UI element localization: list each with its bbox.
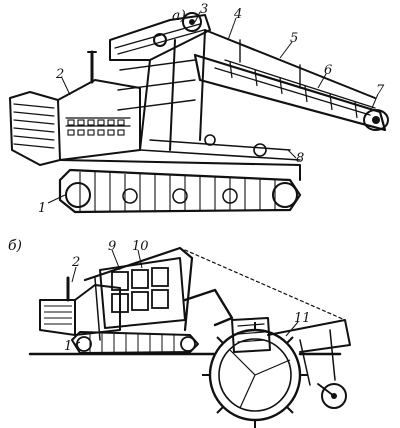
callout-b-9: 9 <box>108 239 116 254</box>
callout-b-11: 11 <box>294 311 311 326</box>
callout-a-4: 4 <box>233 7 242 22</box>
callout-a-1: 1 <box>38 201 46 216</box>
callout-b-1: 1 <box>64 339 72 354</box>
callout-a-8: 8 <box>296 151 304 166</box>
callout-a-3: 3 <box>200 2 208 17</box>
panel-a-excavator-drawing <box>9 11 389 214</box>
callout-b-2: 2 <box>71 255 80 270</box>
callout-a-6: 6 <box>324 63 332 78</box>
callout-a-7: 7 <box>376 83 385 98</box>
callout-b-10: 10 <box>132 239 149 254</box>
callout-a-5: 5 <box>290 31 298 46</box>
panel-b-trencher-drawing <box>28 246 351 428</box>
panel-b-label: б) <box>8 238 22 254</box>
panel-a-label: a) <box>172 8 186 24</box>
callout-a-2: 2 <box>55 67 64 82</box>
